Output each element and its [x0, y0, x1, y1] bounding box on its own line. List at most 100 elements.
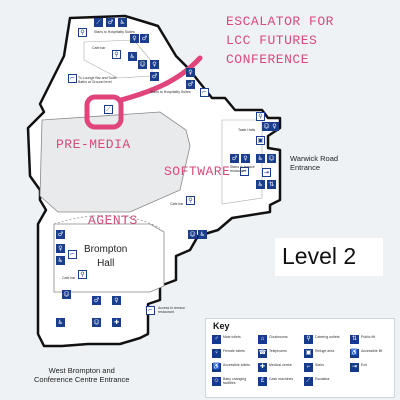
accessible-toilets-icon: ♿ [56, 256, 65, 265]
key-item: ☺ Baby changing facilities [212, 377, 258, 389]
warwick-line-2: Entrance [290, 163, 321, 172]
escalator-highlight-box [84, 94, 124, 130]
exit-icon: ⇥ [262, 168, 271, 177]
key-item-label: Telephones [269, 349, 287, 353]
catering-icon: ⚲ [304, 335, 313, 344]
annotation-line-2: LCC FUTURES [226, 33, 318, 48]
accessible-toilets-icon: ♿ [198, 230, 207, 239]
software-annotation: SOFTWARE [164, 164, 231, 179]
public-lift-icon: ⇅ [350, 335, 359, 344]
baby-change-icon: ☺ [138, 60, 147, 69]
key-item: £ Cash machines [258, 377, 304, 389]
warwick-line-1: Warwick Road [290, 154, 339, 163]
stairs-icon: ⌐ [146, 306, 155, 315]
catering-icon: ⚲ [78, 270, 87, 279]
cafe-bar-label: Cafe bar [92, 46, 106, 50]
stairs-icon: ⌐ [68, 250, 77, 259]
refuge-icon: ▣ [256, 136, 265, 145]
stairs-hospitality-label: Stairs to Hospitality Suites [94, 30, 135, 34]
key-item: ⚲ Catering outlets [304, 335, 350, 347]
key-item-label: Female toilets [223, 349, 245, 353]
baby-change-icon: ☺ [92, 318, 101, 327]
accessible-toilets-icon: ♿ [212, 363, 221, 372]
key-item-label: Exit [361, 363, 367, 367]
key-item-label: Refuge area [315, 349, 335, 353]
toilet-female-icon: ♀ [56, 244, 65, 253]
escalator-icon[interactable]: ⟋ [94, 18, 103, 27]
toilet-female-icon: ♀ [186, 68, 195, 77]
key-item-label: Escalator [315, 377, 330, 381]
toilet-male-icon: ♂ [56, 230, 65, 239]
public-lift-icon: ⇅ [267, 180, 276, 189]
toilet-icon: ♀ [241, 154, 250, 163]
accessible-toilets-icon: ♿ [128, 52, 137, 61]
entrance-line-2: Conference Centre Entrance [34, 375, 130, 384]
pre-media-annotation: PRE-MEDIA [56, 137, 131, 152]
annotation-line-3: CONFERENCE [226, 52, 310, 67]
key-item-label: Accessible toilets [223, 363, 250, 367]
level-badge: Level 2 [275, 238, 383, 276]
stairs-icon: ⌐ [200, 88, 209, 97]
key-item: ♂ Male toilets [212, 335, 258, 347]
catering-icon: ⚲ [186, 196, 195, 205]
toilet-icon: ♂ [230, 154, 239, 163]
key-item-label: Public lift [361, 335, 376, 339]
toilet-icon: ♀ [150, 60, 159, 69]
key-item: ♿ Accessible toilets [212, 363, 258, 375]
key-item: ⇥ Exit [350, 363, 396, 375]
key-item: ▣ Refuge area [304, 349, 350, 361]
accessible-lift-icon: ♿ [256, 180, 265, 189]
medical-icon: ✚ [258, 363, 267, 372]
catering-icon: ⚲ [78, 28, 87, 37]
brompton-hall-label: Brompton Hall [84, 243, 127, 271]
toilet-female-icon: ♀ [270, 122, 279, 131]
stairs-terrace-label: Stairs to terrace restaurant [230, 165, 255, 173]
key-item-label: Accessible lift [361, 349, 383, 353]
key-item: ✚ Medical centre [258, 363, 304, 375]
cafe-bar-low-label: Cafe bar [62, 276, 76, 280]
key-item-label: Male toilets [223, 335, 241, 339]
brompton-dashed-divider [53, 215, 161, 229]
key-item: ♀ Female toilets [212, 349, 258, 361]
stairs-icon: ⌐ [240, 167, 249, 176]
escalator-icon[interactable]: ⟋ [104, 105, 113, 114]
stairs-icon: ⌐ [304, 363, 313, 372]
toilet-male-icon: ♂ [140, 34, 149, 43]
key-item: ⌂ Cloakrooms [258, 335, 304, 347]
key-item-label: Cash machines [269, 377, 294, 381]
catering-icon: ⚲ [256, 112, 265, 121]
brompton-line-1: Brompton [84, 244, 128, 255]
key-item-label: Cloakrooms [269, 335, 288, 339]
toilet-female-icon: ♀ [212, 349, 221, 358]
escalator-highlight-arrow [118, 55, 203, 103]
key-item: ⟋ Escalator [304, 377, 350, 389]
central-hall [39, 111, 191, 213]
toilet-male-icon: ♂ [212, 335, 221, 344]
key-item: ⌐ Stairs [304, 363, 350, 375]
map-key: Key ♂ Male toilets ♀ Female toilets ♿ Ac… [205, 318, 395, 398]
baby-change-icon: ☺ [212, 377, 221, 386]
medical-icon: ✚ [112, 318, 121, 327]
cafe-bar-mid-label: Cafe bar [170, 202, 184, 206]
level-label: Level 2 [282, 243, 357, 269]
access-terrace-label: Access to terrace restaurant [158, 306, 186, 314]
stairs-hospitality-mid-label: Stairs to Hospitality Suites [150, 90, 191, 94]
baby-change-icon: ☺ [262, 122, 271, 131]
toilet-icon: ♂ [92, 296, 101, 305]
key-item-label: Medical centre [269, 363, 292, 367]
refuge-icon: ▣ [304, 349, 313, 358]
key-item: ⇅ Public lift [350, 335, 396, 347]
agents-annotation: AGENTS [88, 213, 138, 228]
toilet-icon: ♂ [150, 72, 159, 81]
taste-halls-label: Taste Halls [238, 128, 256, 132]
accessible-lift-icon: ♿ [350, 349, 359, 358]
toilet-icon: ♀ [112, 296, 121, 305]
key-item: ♿ Accessible lift [350, 349, 396, 361]
escalator-annotation: ESCALATOR FOR LCC FUTURES CONFERENCE [226, 12, 334, 69]
baby-change-icon: ☺ [267, 154, 276, 163]
west-brompton-entrance-label: West Brompton and Conference Centre Entr… [34, 366, 129, 384]
accessible-toilets-icon: ♿ [256, 154, 265, 163]
cash-machine-icon: £ [258, 377, 267, 386]
